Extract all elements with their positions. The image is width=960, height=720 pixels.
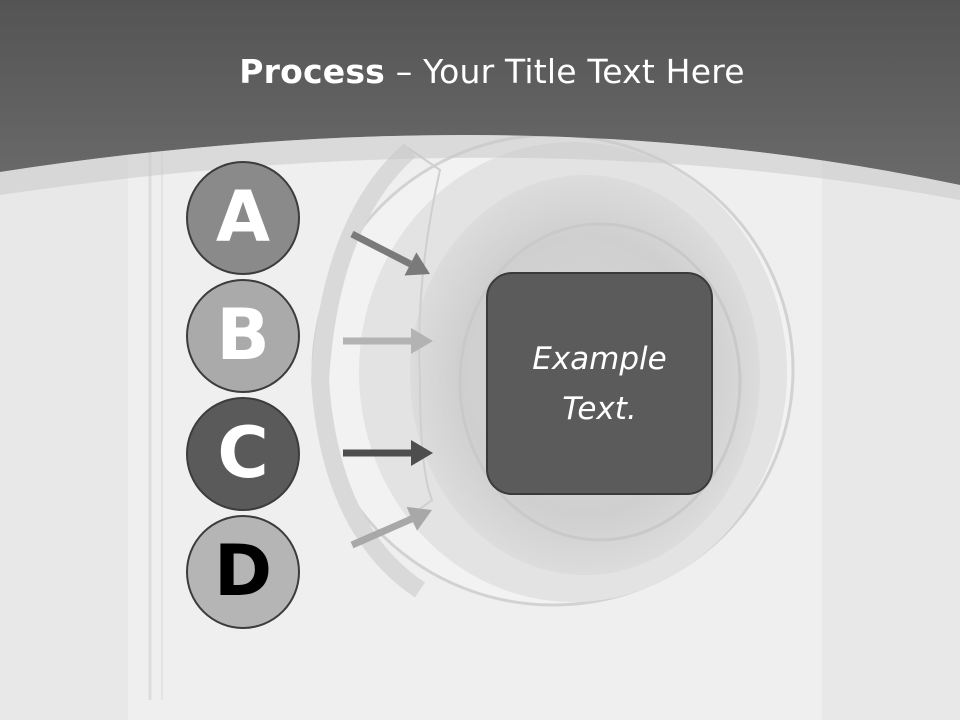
title-rest: – Your Title Text Here	[385, 52, 745, 91]
step-a-circle: A	[186, 161, 300, 275]
example-text: Example Text.	[532, 340, 667, 427]
slide-title: Process – Your Title Text Here	[0, 52, 960, 91]
arrow-c	[343, 440, 433, 466]
step-d-circle: D	[186, 515, 300, 629]
title-bold: Process	[239, 52, 386, 91]
step-c-circle: C	[186, 397, 300, 511]
arrow-b	[343, 328, 433, 354]
example-text-box: Example Text.	[486, 272, 713, 495]
arrow-a	[350, 230, 430, 276]
step-c-letter: C	[217, 412, 269, 494]
step-b-letter: B	[216, 294, 270, 376]
step-b-circle: B	[186, 279, 300, 393]
step-d-letter: D	[213, 530, 273, 612]
step-a-letter: A	[215, 176, 271, 258]
arrow-d	[350, 506, 432, 549]
